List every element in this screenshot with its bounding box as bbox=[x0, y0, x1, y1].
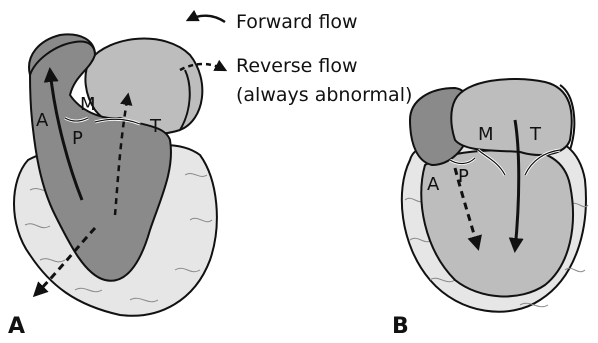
legend-reverse-label-2: (always abnormal) bbox=[236, 84, 412, 106]
panel-b-label-pulmonary: P bbox=[458, 166, 469, 187]
panel-a-heart: A P M T bbox=[14, 34, 217, 315]
legend-forward-label: Forward flow bbox=[236, 11, 358, 33]
legend-forward-arrow-icon bbox=[188, 16, 225, 22]
panel-b-label-mitral: M bbox=[478, 124, 494, 145]
panel-b-label-tricuspid: T bbox=[529, 124, 542, 145]
panel-b-heart: A P M T bbox=[402, 79, 588, 312]
panel-a-label-aortic: A bbox=[36, 110, 49, 131]
panel-a-letter: A bbox=[8, 314, 25, 339]
legend: Forward flow Reverse flow (always abnorm… bbox=[180, 11, 412, 106]
panel-b-letter: B bbox=[392, 314, 409, 339]
panel-a-label-mitral: M bbox=[80, 94, 96, 115]
panel-a-label-pulmonary: P bbox=[72, 128, 83, 149]
panel-b-label-aortic: A bbox=[427, 174, 440, 195]
legend-reverse-label-1: Reverse flow bbox=[236, 55, 358, 77]
panel-b-right-atrium bbox=[451, 79, 571, 155]
panel-a-label-tricuspid: T bbox=[149, 116, 162, 137]
